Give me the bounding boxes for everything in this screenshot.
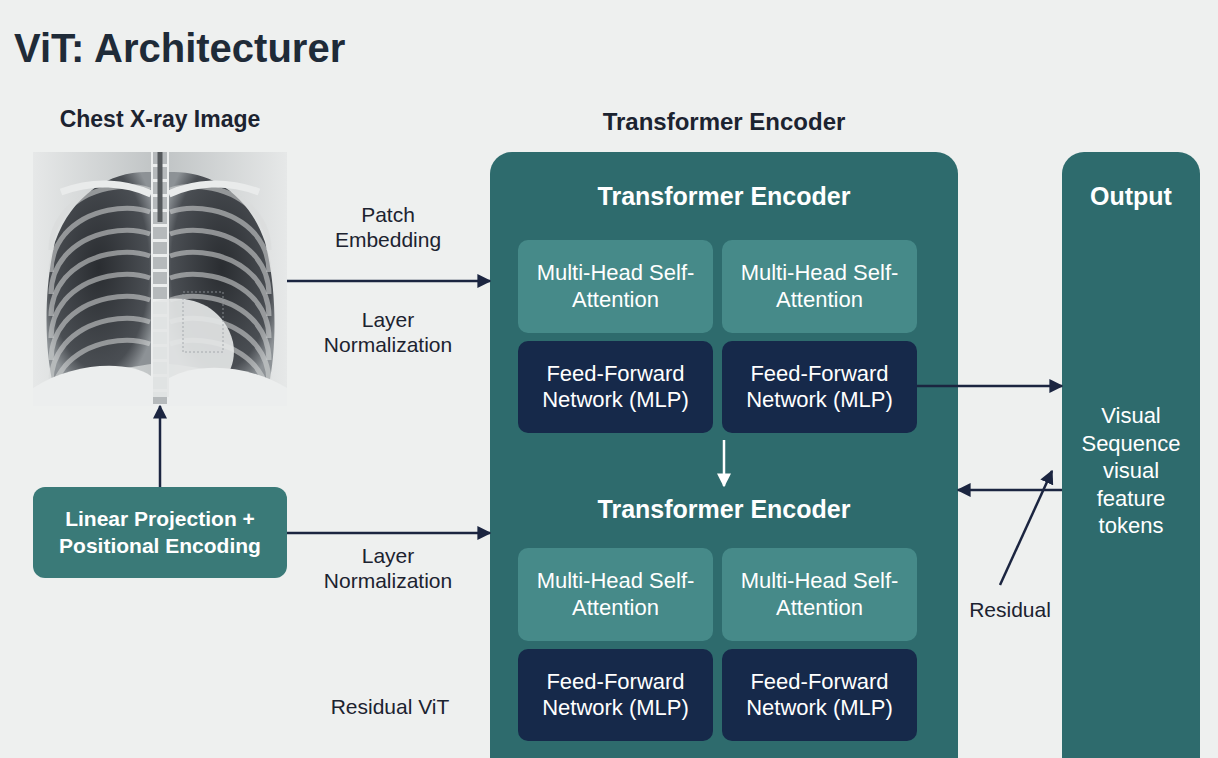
node-label: Multi-Head Self-Attention xyxy=(528,260,703,313)
mlp-block: Feed-Forward Network (MLP) xyxy=(722,341,917,433)
text-holder: Patch Embedding xyxy=(308,202,468,252)
attention-block: Multi-Head Self-Attention xyxy=(722,548,917,641)
attention-block: Multi-Head Self-Attention xyxy=(518,548,713,641)
arrow-connector xyxy=(159,406,162,487)
text-holder: Transformer Encoder xyxy=(490,495,958,524)
node-label: Multi-Head Self-Attention xyxy=(732,568,907,621)
xray-image-frame: Chest X-ray Image xyxy=(33,152,287,406)
arrow-connector xyxy=(287,280,490,283)
node-label: Feed-Forward Network (MLP) xyxy=(732,669,907,722)
chest-xray-illustration xyxy=(33,152,287,406)
annotation-label: Patch Embedding xyxy=(308,202,468,252)
node-label: Visual Sequence visual feature tokens xyxy=(1068,402,1194,540)
annotation-label: Residual ViT xyxy=(300,694,480,719)
annotation-label: Residual xyxy=(955,597,1065,622)
stack-arrow xyxy=(723,440,726,486)
residual-arrow xyxy=(1000,471,1052,585)
text-holder: Residual ViT xyxy=(300,694,480,719)
node-label: Feed-Forward Network (MLP) xyxy=(528,669,703,722)
node-label: Transformer Encoder xyxy=(490,182,958,211)
text-holder: ViT: Architecturer xyxy=(14,26,345,71)
annotation-label: Layer Normalization xyxy=(308,543,468,593)
node-label: Multi-Head Self-Attention xyxy=(732,260,907,313)
text-holder: Residual xyxy=(955,597,1065,622)
node-heading: Output xyxy=(1062,182,1200,211)
output-panel: OutputVisual Sequence visual feature tok… xyxy=(1062,152,1200,758)
node-label: Transformer Encoder xyxy=(490,495,958,524)
text-holder: Layer Normalization xyxy=(308,543,468,593)
node-heading: Transformer Encoder xyxy=(490,108,958,136)
arrow-connector xyxy=(287,532,490,535)
node-label: Feed-Forward Network (MLP) xyxy=(732,361,907,414)
annotation-label: Layer Normalization xyxy=(308,307,468,357)
text-holder: Output xyxy=(1062,182,1200,211)
text-holder: Visual Sequence visual feature tokens xyxy=(1068,402,1194,540)
process-box: Linear Projection + Positional Encoding xyxy=(33,487,287,578)
mlp-block: Feed-Forward Network (MLP) xyxy=(518,649,713,741)
text-holder: Transformer Encoder xyxy=(490,108,958,136)
text-holder: Chest X-ray Image xyxy=(33,106,287,133)
diagram-title: ViT: Architecturer xyxy=(14,26,345,71)
node-label: Linear Projection + Positional Encoding xyxy=(43,506,277,559)
arrow-connector xyxy=(958,489,1062,492)
arrow-connector xyxy=(917,385,1062,388)
attention-block: Multi-Head Self-Attention xyxy=(722,240,917,333)
node-label: Feed-Forward Network (MLP) xyxy=(528,361,703,414)
mlp-block: Feed-Forward Network (MLP) xyxy=(722,649,917,741)
text-holder: Layer Normalization xyxy=(308,307,468,357)
text-holder: Transformer Encoder xyxy=(490,182,958,211)
mlp-block: Feed-Forward Network (MLP) xyxy=(518,341,713,433)
node-heading: Chest X-ray Image xyxy=(33,106,287,133)
node-label: Multi-Head Self-Attention xyxy=(528,568,703,621)
attention-block: Multi-Head Self-Attention xyxy=(518,240,713,333)
